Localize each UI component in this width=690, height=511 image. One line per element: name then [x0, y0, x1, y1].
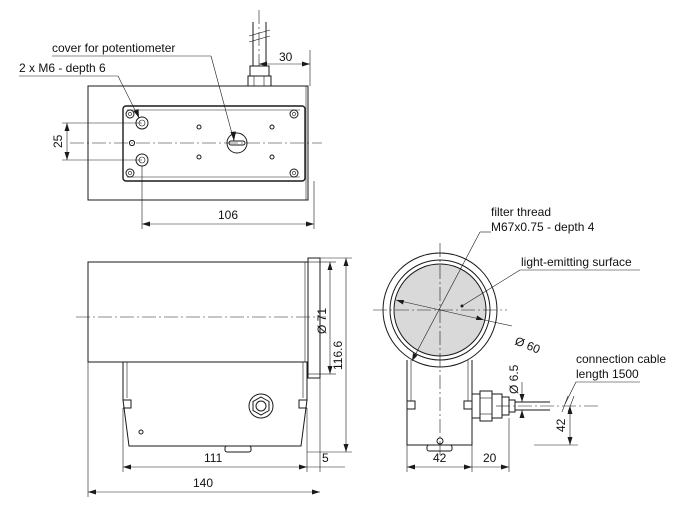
label-connection-cable-1: connection cable — [576, 352, 666, 366]
label-filter-thread-2: M67x0.75 - depth 4 — [491, 220, 595, 234]
svg-text:140: 140 — [193, 476, 213, 490]
side-lens-face — [307, 257, 321, 379]
plate-corner-screws — [125, 109, 299, 178]
dim-42-vertical: 42 — [534, 406, 578, 446]
svg-text:42: 42 — [554, 418, 568, 432]
top-mounting-plate — [122, 105, 306, 182]
side-bracket — [122, 362, 308, 447]
dim-30: 30 — [259, 50, 311, 86]
dim-111: 111 — [122, 408, 308, 472]
svg-text:20: 20 — [483, 451, 497, 465]
dim-dia71: Ø 71 — [315, 261, 336, 375]
dim-dia60: Ø 60 — [513, 334, 543, 357]
label-light-emitting-surface: light-emitting surface — [521, 255, 632, 269]
dim-5: 5 — [307, 378, 345, 472]
svg-text:Ø 71: Ø 71 — [315, 308, 329, 334]
front-bracket — [406, 360, 473, 452]
svg-text:25: 25 — [51, 134, 65, 148]
top-view: cover for potentiometer 2 x M6 - depth 6… — [19, 10, 322, 229]
dim-140: 140 — [87, 362, 320, 497]
plate-marks — [128, 124, 275, 160]
dim-42-horizontal: 42 — [406, 445, 473, 472]
svg-text:106: 106 — [218, 208, 238, 222]
label-connection-cable-2: length 1500 — [576, 367, 639, 381]
svg-text:30: 30 — [279, 50, 293, 64]
dim-25: 25 — [51, 122, 142, 161]
svg-text:5: 5 — [322, 451, 329, 465]
front-view: Ø 60 filter thread M67x0.75 - depth 4 li… — [373, 205, 666, 472]
dim-116-6: 116.6 — [307, 257, 352, 453]
side-foot — [224, 445, 252, 453]
dim-106: 106 — [141, 166, 315, 229]
svg-text:42: 42 — [433, 451, 447, 465]
svg-text:111: 111 — [204, 451, 223, 465]
label-cover-for-potentiometer: cover for potentiometer — [52, 41, 175, 55]
dim-dia6-5: Ø 6.5 — [507, 364, 525, 418]
svg-text:Ø 6.5: Ø 6.5 — [507, 364, 521, 394]
side-view: Ø 71 116.6 111 5 — [76, 257, 352, 497]
label-filter-thread-1: filter thread — [491, 205, 551, 219]
dim-20: 20 — [472, 418, 510, 472]
side-housing — [87, 261, 309, 363]
label-m6-depth: 2 x M6 - depth 6 — [19, 61, 106, 75]
svg-text:116.6: 116.6 — [331, 341, 345, 370]
side-cable-gland — [248, 393, 274, 419]
